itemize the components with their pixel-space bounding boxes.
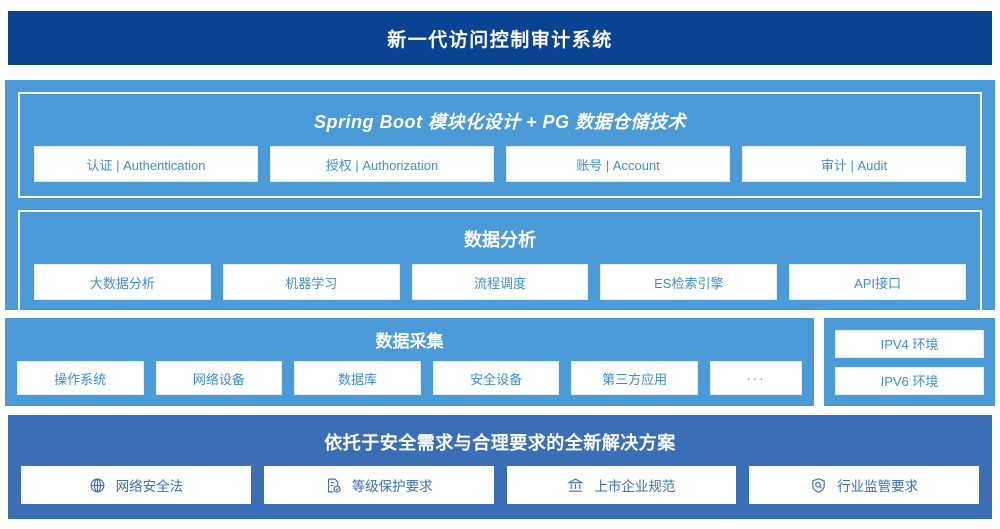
data-collection-row: 数据采集 操作系统 网络设备 数据库 安全设备 第三方应用 ··· (5, 318, 995, 406)
card-database[interactable]: 数据库 (294, 361, 421, 395)
card-authorization[interactable]: 授权 | Authorization (270, 146, 494, 182)
data-collection-panel: 数据采集 操作系统 网络设备 数据库 安全设备 第三方应用 ··· (5, 318, 814, 406)
document-check-icon (325, 477, 342, 494)
card-network-device[interactable]: 网络设备 (155, 361, 283, 395)
card-cybersecurity-law[interactable]: 网络安全法 (21, 466, 251, 504)
page-title: 新一代访问控制审计系统 (387, 29, 613, 51)
card-label: ES检索引擎 (654, 275, 724, 291)
card-label: 授权 | Authorization (325, 157, 439, 173)
card-label: 等级保护要求 (351, 479, 433, 494)
spring-boot-panel: Spring Boot 模块化设计 + PG 数据仓储技术 认证 | Authe… (18, 92, 982, 198)
card-label: IPV6 环境 (880, 374, 939, 389)
card-label: ··· (746, 370, 766, 386)
shield-search-icon (810, 477, 827, 494)
data-analysis-title: 数据分析 (464, 230, 536, 250)
card-api-interface[interactable]: API接口 (789, 264, 966, 300)
card-label: 行业监管要求 (837, 479, 919, 494)
card-industry-supervision[interactable]: 行业监管要求 (749, 466, 979, 504)
data-analysis-card-row: 大数据分析 机器学习 流程调度 ES检索引擎 API接口 (34, 264, 966, 300)
data-analysis-panel: 数据分析 大数据分析 机器学习 流程调度 ES检索引擎 API接口 (18, 210, 982, 316)
card-security-device[interactable]: 安全设备 (432, 361, 560, 395)
card-label: 网络设备 (192, 371, 245, 387)
card-label: IPV4 环境 (880, 337, 939, 352)
globe-icon (89, 477, 106, 494)
card-label: 操作系统 (54, 371, 107, 387)
card-label: 审计 | Audit (820, 157, 888, 173)
card-account[interactable]: 账号 | Account (506, 146, 730, 182)
card-big-data-analysis[interactable]: 大数据分析 (34, 264, 211, 300)
spring-boot-title: Spring Boot 模块化设计 + PG 数据仓储技术 (313, 112, 686, 132)
compliance-card-row: 网络安全法 等级保护要求 (21, 466, 979, 504)
card-label: 认证 | Authentication (86, 157, 206, 173)
card-label: 大数据分析 (89, 275, 155, 291)
card-more-ellipsis[interactable]: ··· (709, 361, 802, 395)
card-process-scheduling[interactable]: 流程调度 (411, 264, 589, 300)
data-collection-title: 数据采集 (375, 332, 444, 351)
spring-boot-card-row: 认证 | Authentication 授权 | Authorization 账… (34, 146, 966, 182)
card-label: 数据库 (337, 371, 377, 387)
card-ipv6-environment[interactable]: IPV6 环境 (835, 366, 984, 395)
card-label: 第三方应用 (602, 371, 668, 387)
card-label: 机器学习 (285, 275, 338, 291)
bank-icon (567, 477, 585, 494)
ipv-environment-panel: IPV4 环境 IPV6 环境 (824, 318, 995, 406)
card-audit[interactable]: 审计 | Audit (742, 146, 966, 182)
header-banner: 新一代访问控制审计系统 (8, 11, 992, 65)
data-collection-card-row: 操作系统 网络设备 数据库 安全设备 第三方应用 ··· (17, 361, 802, 395)
card-es-search-engine[interactable]: ES检索引擎 (600, 264, 778, 300)
card-label: 安全设备 (470, 371, 523, 387)
card-authentication[interactable]: 认证 | Authentication (34, 146, 258, 182)
card-label: 账号 | Account (576, 157, 660, 173)
compliance-banner: 依托于安全需求与合理要求的全新解决方案 网络安全法 (8, 415, 992, 519)
card-classified-protection[interactable]: 等级保护要求 (263, 466, 494, 504)
card-label: 流程调度 (473, 275, 526, 291)
compliance-title: 依托于安全需求与合理要求的全新解决方案 (324, 433, 676, 453)
architecture-upper-block: Spring Boot 模块化设计 + PG 数据仓储技术 认证 | Authe… (5, 80, 995, 316)
card-machine-learning[interactable]: 机器学习 (222, 264, 400, 300)
card-label: API接口 (854, 275, 902, 291)
card-label: 上市企业规范 (594, 479, 676, 494)
card-third-party-app[interactable]: 第三方应用 (571, 361, 698, 395)
card-label: 网络安全法 (115, 479, 184, 494)
card-listed-enterprise-standard[interactable]: 上市企业规范 (506, 466, 737, 504)
card-ipv4-environment[interactable]: IPV4 环境 (835, 329, 984, 358)
card-operating-system[interactable]: 操作系统 (17, 361, 144, 395)
